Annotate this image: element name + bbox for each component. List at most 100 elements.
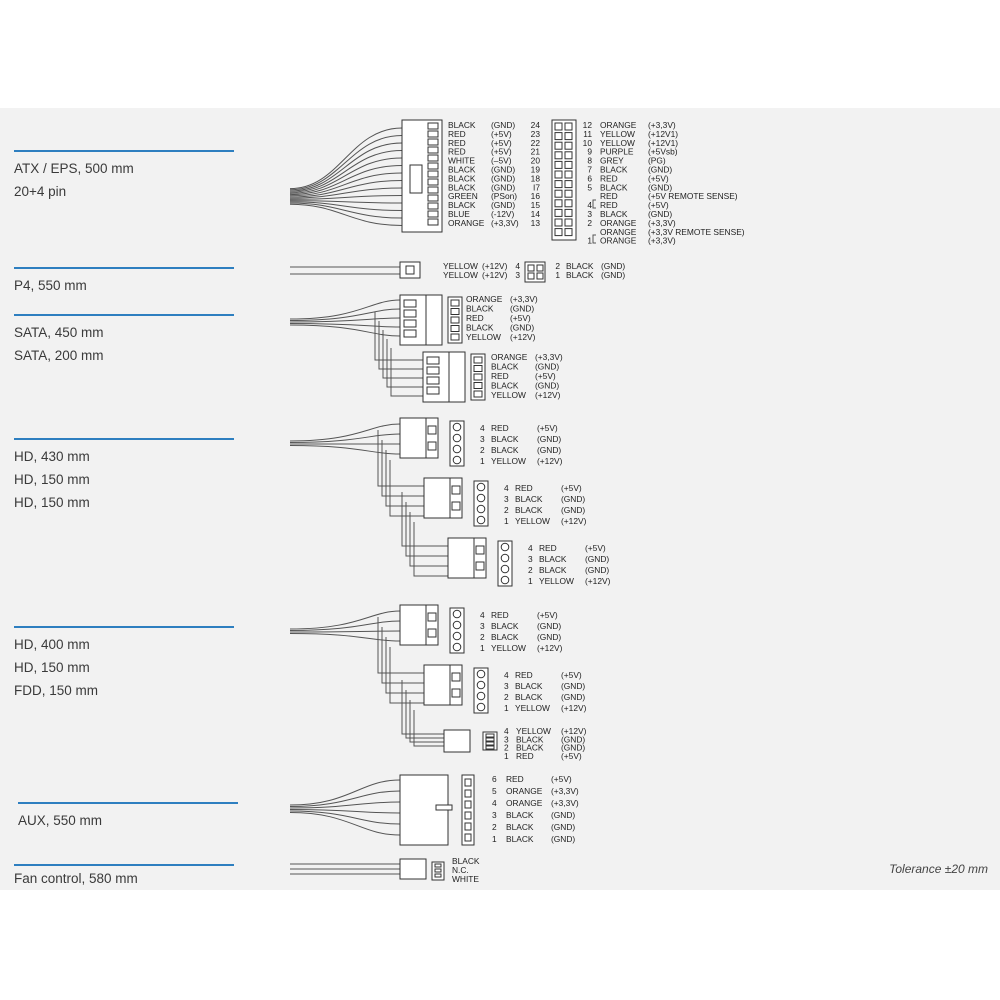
fdd-pin bbox=[485, 733, 495, 738]
atx-left-color: RED bbox=[448, 129, 466, 139]
atx-pin bbox=[554, 218, 563, 227]
atx-left-voltage: (GND) bbox=[491, 165, 515, 175]
atx-bracket bbox=[592, 199, 596, 209]
atx-left-voltage: (–5V) bbox=[491, 156, 512, 166]
atx-pin bbox=[564, 199, 573, 208]
sata-1-contact bbox=[403, 299, 417, 308]
aux-voltage: (GND) bbox=[551, 822, 575, 832]
section-label: AUX, 550 mm bbox=[18, 813, 103, 828]
section-label: SATA, 200 mm bbox=[14, 348, 104, 363]
hd1-molex-1-latch bbox=[427, 425, 437, 435]
atx-left-voltage: (-12V) bbox=[491, 209, 514, 219]
hd1-1-wire-color: RED bbox=[491, 423, 509, 433]
section-label: P4, 550 mm bbox=[14, 278, 87, 293]
atx-left-pin: 16 bbox=[531, 191, 541, 201]
sata-2-contact bbox=[426, 366, 440, 375]
atx-pin bbox=[554, 141, 563, 150]
atx-wire-entry bbox=[427, 194, 439, 202]
atx-right-voltage: (+5V REMOTE SENSE) bbox=[648, 191, 738, 201]
sata-wire bbox=[289, 308, 401, 321]
hd2-molex-1-latch bbox=[427, 628, 437, 638]
atx-wire bbox=[289, 150, 403, 193]
hd1-wire bbox=[385, 450, 424, 507]
hd1-1-voltage: (+12V) bbox=[537, 456, 563, 466]
atx-pin bbox=[564, 151, 573, 160]
aux-pin bbox=[464, 800, 472, 809]
sata-2-color: RED bbox=[491, 371, 509, 381]
atx-right-voltage: (+12V1) bbox=[648, 138, 678, 148]
sata-2-contact bbox=[426, 376, 440, 385]
p4-latch bbox=[405, 265, 415, 275]
hd2-molex-2-pin bbox=[476, 669, 486, 679]
p4-voltage: (GND) bbox=[601, 270, 625, 280]
p4-voltage: (+12V) bbox=[482, 270, 508, 280]
sata-2-voltage: (+12V) bbox=[535, 390, 561, 400]
hd2-molex-2-pins bbox=[473, 667, 489, 714]
sata-1-voltage: (+5V) bbox=[510, 313, 531, 323]
atx-pin bbox=[564, 122, 573, 131]
fdd-housing bbox=[443, 729, 471, 753]
atx-right-pin: 2 bbox=[587, 218, 592, 228]
fdd-pin-number: 2 bbox=[504, 743, 509, 753]
fan-wire-label: N.C. bbox=[452, 865, 469, 875]
atx-right-voltage: (GND) bbox=[648, 165, 672, 175]
hd1-molex-3-pins bbox=[497, 540, 513, 587]
aux-wire bbox=[289, 812, 401, 836]
hd1-1-pin-number: 3 bbox=[480, 434, 485, 444]
atx-right-color: BLACK bbox=[600, 165, 628, 175]
hd1-1-voltage: (GND) bbox=[537, 434, 561, 444]
atx-wire bbox=[289, 195, 403, 200]
atx-left-pin: 20 bbox=[531, 156, 541, 166]
atx-right-voltage: (+12V1) bbox=[648, 129, 678, 139]
fdd-voltage: (+12V) bbox=[561, 726, 587, 736]
atx-pin bbox=[554, 170, 563, 179]
hd2-molex-2-pin bbox=[476, 702, 486, 712]
atx-wire bbox=[289, 200, 403, 204]
atx-left-pin: 19 bbox=[531, 165, 541, 175]
sata-2-pin bbox=[473, 373, 483, 381]
hd1-3-wire-color: BLACK bbox=[539, 554, 567, 564]
hd2-wire bbox=[377, 617, 424, 674]
section-label: HD, 400 mm bbox=[14, 637, 90, 652]
sata-2-color: BLACK bbox=[491, 381, 519, 391]
aux-pin bbox=[464, 833, 472, 842]
atx-left-voltage: (+5V) bbox=[491, 147, 512, 157]
sata-wire bbox=[374, 312, 423, 361]
hd1-2-pin-number: 1 bbox=[504, 516, 509, 526]
atx-right-color: RED bbox=[600, 173, 618, 183]
atx-right-color: BLACK bbox=[600, 209, 628, 219]
fdd-pin-number: 4 bbox=[504, 726, 509, 736]
aux-pin-number: 4 bbox=[492, 798, 497, 808]
section-rule bbox=[14, 864, 234, 866]
aux-pin-number: 3 bbox=[492, 810, 497, 820]
sata-2-contact bbox=[426, 356, 440, 365]
atx-left-voltage: (GND) bbox=[491, 120, 515, 130]
atx-right-voltage: (GND) bbox=[648, 209, 672, 219]
atx-pin bbox=[554, 160, 563, 169]
hd2-2-voltage: (GND) bbox=[561, 692, 585, 702]
hd2-molex-1-pin bbox=[452, 642, 462, 652]
p4-pin bbox=[527, 272, 535, 280]
hd2-wire bbox=[381, 627, 424, 684]
hd2-1-voltage: (GND) bbox=[537, 621, 561, 631]
hd2-1-wire-color: RED bbox=[491, 610, 509, 620]
atx-right-voltage: (+5V) bbox=[648, 173, 669, 183]
hd1-wire bbox=[409, 512, 448, 567]
hd1-3-pin-number: 1 bbox=[528, 576, 533, 586]
atx-right-voltage: (+3,3V REMOTE SENSE) bbox=[648, 227, 745, 237]
section-sata: SATA, 450 mm SATA, 200 mm bbox=[14, 314, 236, 367]
hd2-1-wire-color: BLACK bbox=[491, 632, 519, 642]
atx-left-voltage: (GND) bbox=[491, 182, 515, 192]
hd2-wire bbox=[401, 680, 444, 735]
section-rule bbox=[18, 802, 238, 804]
atx-right-color: RED bbox=[600, 191, 618, 201]
atx-right-voltage: (PG) bbox=[648, 156, 666, 166]
p4-pin: 1 bbox=[555, 270, 560, 280]
atx-wire-entry bbox=[427, 138, 439, 146]
sata-2-color: ORANGE bbox=[491, 352, 528, 362]
atx-right-color: ORANGE bbox=[600, 218, 637, 228]
sata-1-pin bbox=[450, 316, 460, 324]
hd2-2-wire-color: BLACK bbox=[515, 692, 543, 702]
hd1-molex-1-latch bbox=[427, 441, 437, 451]
sata-1-pin bbox=[450, 325, 460, 332]
